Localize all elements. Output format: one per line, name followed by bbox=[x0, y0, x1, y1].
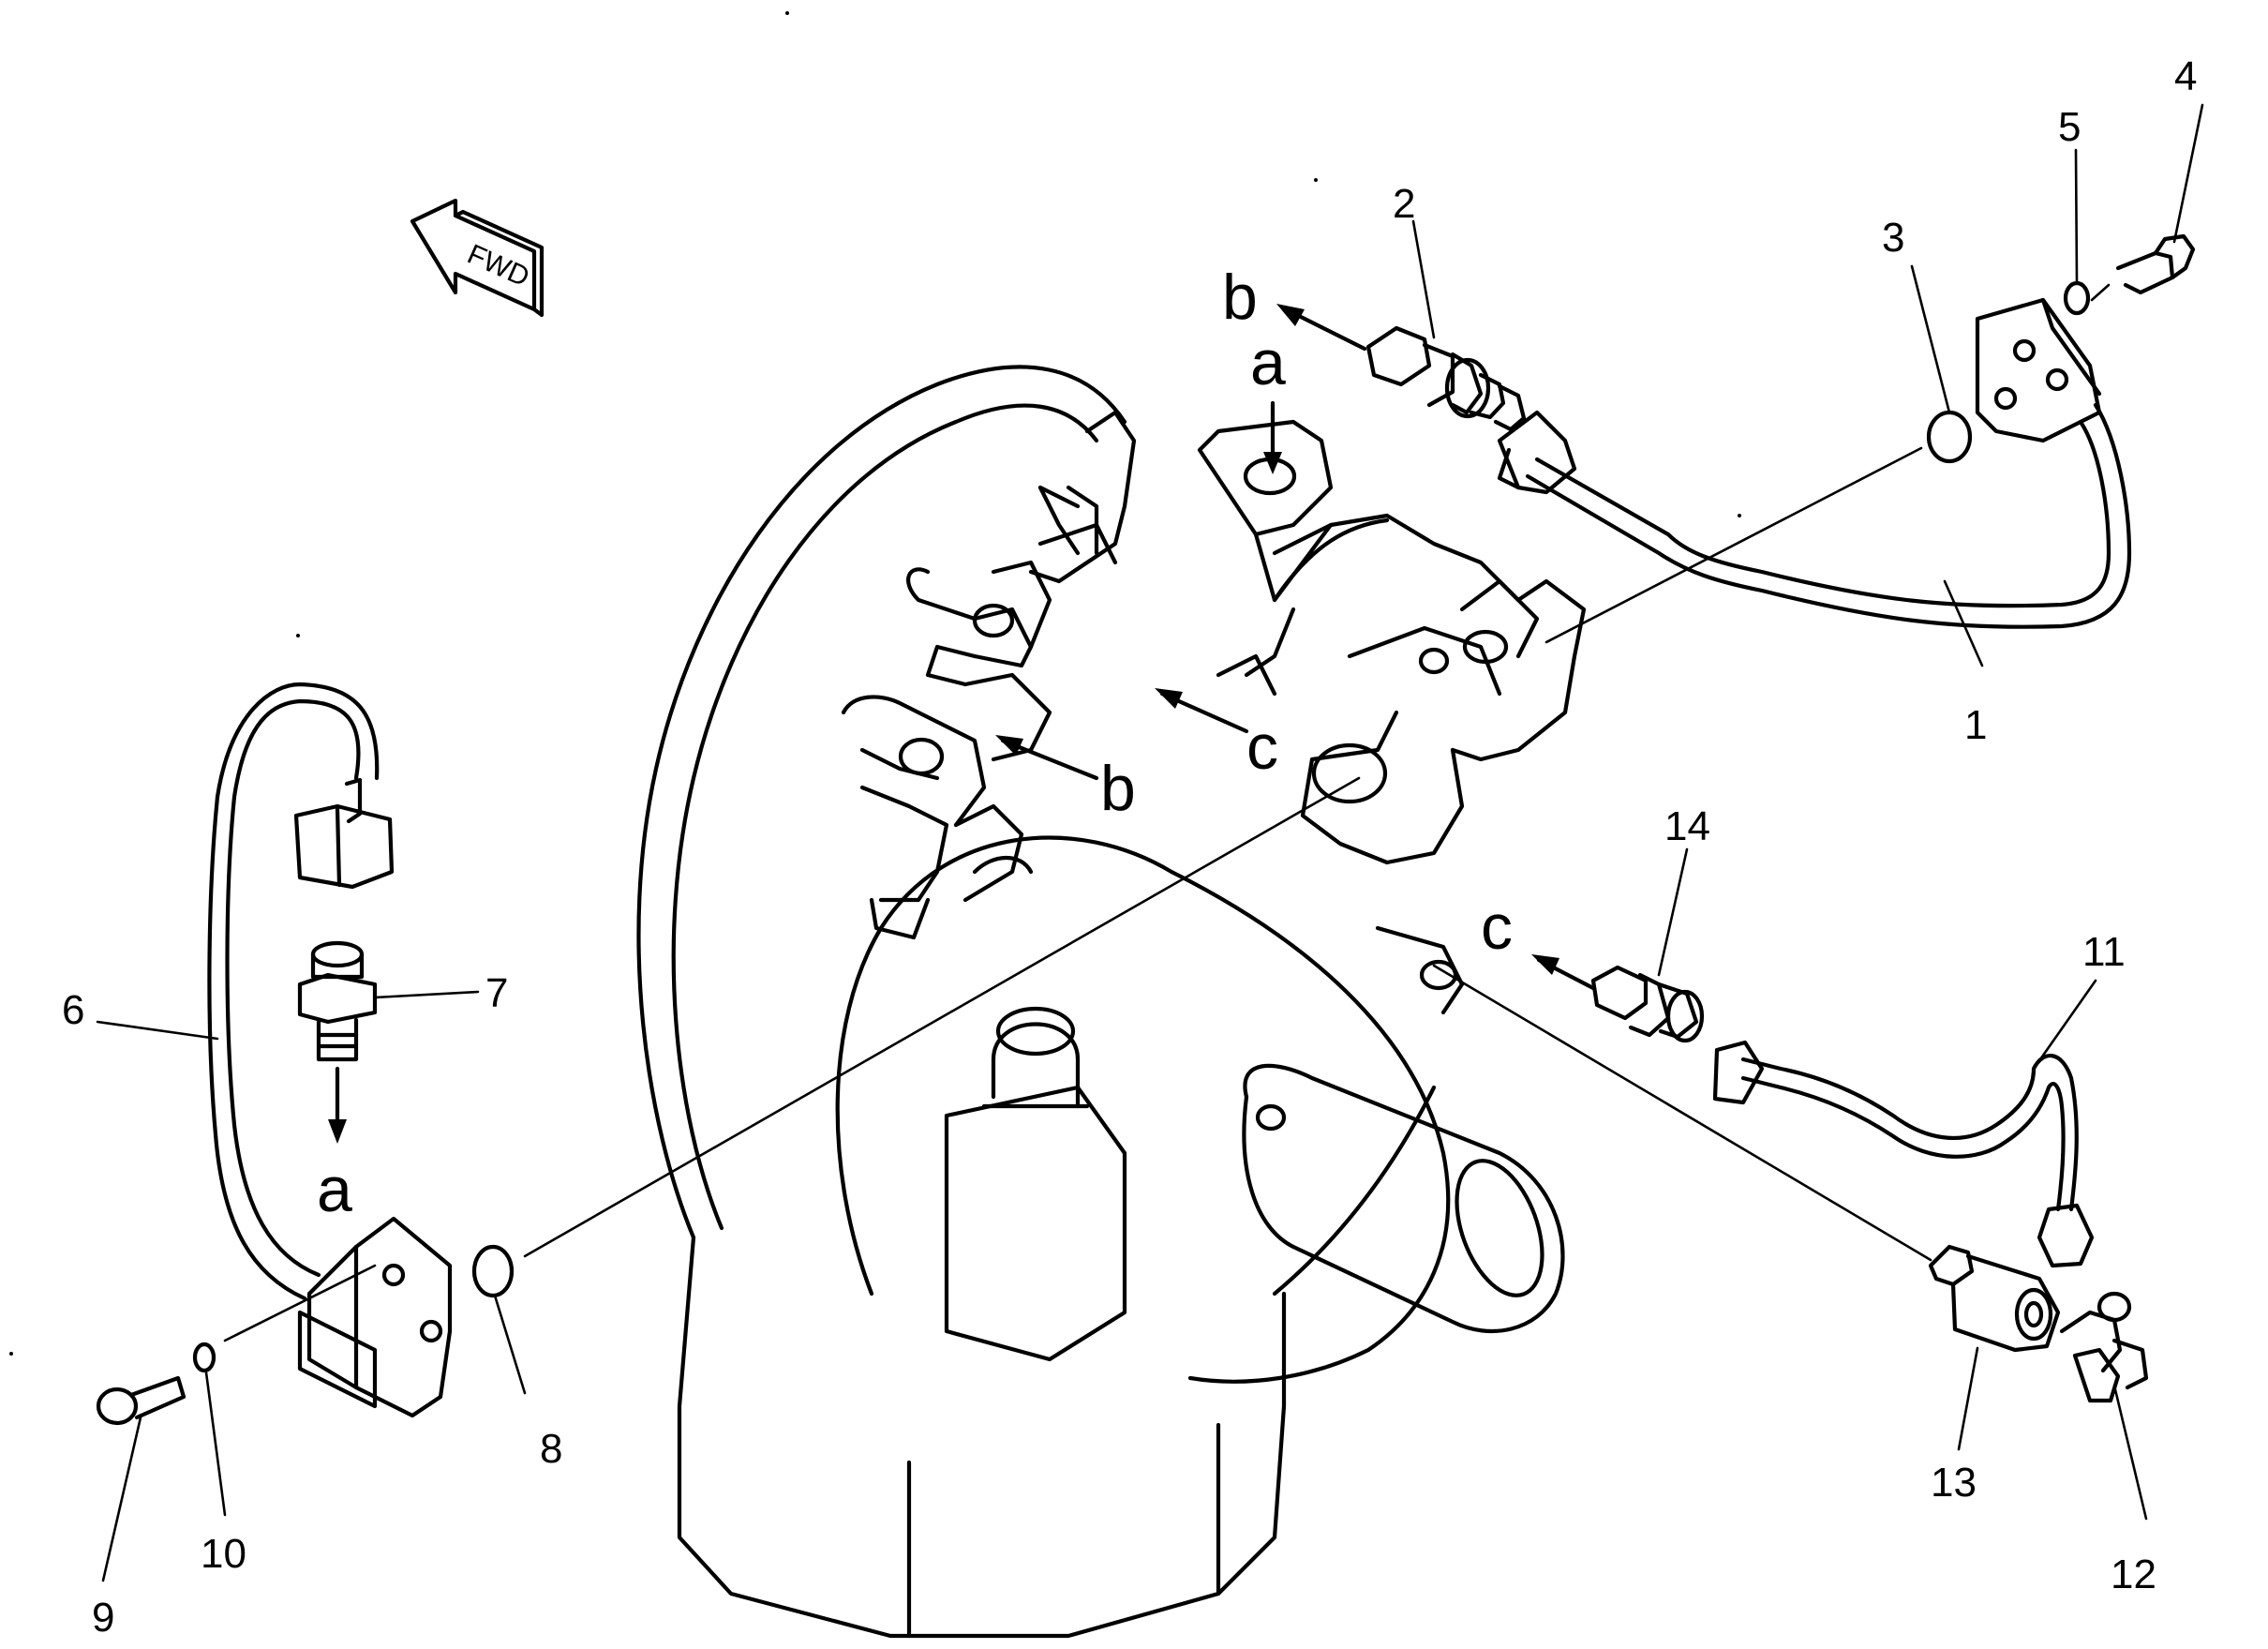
label-b-mid: b bbox=[1100, 753, 1136, 824]
part-11-tube bbox=[1712, 1040, 2095, 1268]
fwd-arrow-icon: FWD bbox=[410, 198, 545, 318]
callout-numbers: 1 2 3 4 5 6 7 8 9 10 11 12 13 14 bbox=[62, 53, 2197, 1641]
callout-10: 10 bbox=[201, 1531, 246, 1577]
speck bbox=[296, 634, 300, 637]
label-a-left: a bbox=[317, 1154, 352, 1225]
arrow-head-b-top bbox=[1276, 304, 1305, 326]
callout-7: 7 bbox=[485, 970, 508, 1016]
callout-3: 3 bbox=[1882, 215, 1904, 261]
arrow-head-a-left bbox=[328, 1119, 347, 1144]
transmission-housing bbox=[636, 365, 1587, 1639]
leader-lines bbox=[96, 103, 2204, 1582]
part-5-washer bbox=[2063, 280, 2091, 316]
connection-letters: b a c b a c bbox=[317, 262, 1513, 1225]
part-2-fitting bbox=[1365, 325, 1527, 432]
callout-1: 1 bbox=[1964, 702, 1987, 748]
part-4-bolt bbox=[2115, 233, 2196, 295]
callout-6: 6 bbox=[62, 987, 84, 1033]
part-3-o-ring bbox=[1926, 410, 1973, 464]
part-7-adapter bbox=[297, 940, 378, 1062]
arrow-head-c-mid bbox=[1155, 688, 1183, 709]
part-6-tube bbox=[207, 682, 395, 1301]
callout-12: 12 bbox=[2111, 1552, 2156, 1597]
label-c-right: c bbox=[1481, 892, 1513, 963]
arrow-head-c-right bbox=[1531, 954, 1559, 975]
flange-block bbox=[297, 1216, 453, 1418]
label-c-mid: c bbox=[1246, 712, 1278, 783]
connection-arrows bbox=[328, 304, 1596, 1144]
part-13-nipple bbox=[1928, 1244, 2061, 1353]
arrow-head-b-mid bbox=[995, 735, 1023, 756]
speck bbox=[785, 11, 789, 15]
callout-14: 14 bbox=[1664, 803, 1710, 849]
callout-9: 9 bbox=[92, 1595, 114, 1641]
part-14-fitting bbox=[1590, 965, 1705, 1043]
callout-5: 5 bbox=[2058, 104, 2081, 150]
part-9-bolt bbox=[96, 1375, 187, 1426]
part-12-elbow bbox=[2059, 1291, 2149, 1403]
callout-13: 13 bbox=[1931, 1460, 1977, 1506]
speck bbox=[1738, 514, 1741, 517]
speck bbox=[9, 1352, 13, 1356]
part-8-o-ring bbox=[471, 1244, 515, 1298]
callout-2: 2 bbox=[1393, 181, 1415, 227]
label-b-top: b bbox=[1222, 262, 1258, 333]
arrow-head-a-top bbox=[1263, 452, 1282, 474]
speck bbox=[1314, 178, 1318, 182]
callout-4: 4 bbox=[2174, 53, 2197, 99]
part-1-tube bbox=[1497, 297, 2132, 629]
callout-11: 11 bbox=[2082, 929, 2126, 975]
label-a-top: a bbox=[1250, 327, 1286, 398]
part-10-washer bbox=[192, 1342, 216, 1373]
callout-8: 8 bbox=[540, 1426, 562, 1472]
